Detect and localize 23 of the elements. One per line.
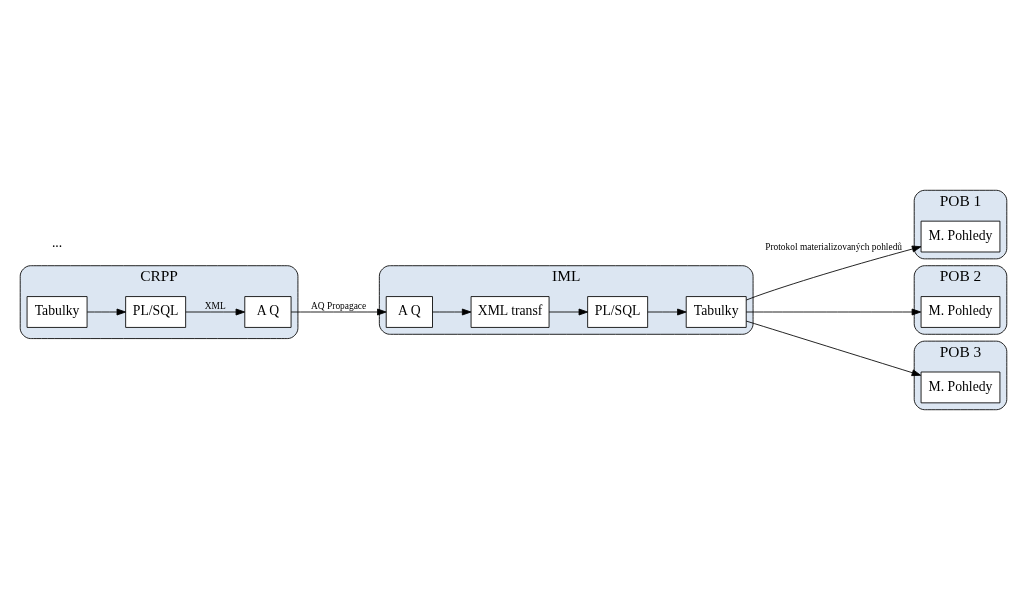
edge-label: AQ Propagace xyxy=(311,300,367,311)
node-box: A Q xyxy=(385,295,433,328)
arrow xyxy=(185,308,246,315)
arrow xyxy=(745,245,922,300)
node-box: M. Pohledy xyxy=(920,220,1001,252)
node-box: XML transf xyxy=(470,295,550,328)
node-box: A Q xyxy=(244,295,292,328)
label: ... xyxy=(51,234,63,250)
edge-label: XML xyxy=(204,300,226,311)
edge-label: Protokol materializovaných pohledů xyxy=(765,241,903,252)
arrow xyxy=(647,308,687,315)
node-box: M. Pohledy xyxy=(920,295,1001,328)
arrow xyxy=(548,308,589,315)
node-box: M. Pohledy xyxy=(920,371,1001,403)
arrow xyxy=(86,308,126,315)
arrow xyxy=(290,308,387,315)
arrow xyxy=(745,308,922,315)
node-box: PL/SQL xyxy=(587,295,649,328)
arrow xyxy=(745,320,922,376)
arrow xyxy=(432,308,472,315)
node-box: Tabulky xyxy=(26,295,88,328)
node-box: Tabulky xyxy=(685,295,747,328)
node-box: PL/SQL xyxy=(125,295,187,328)
